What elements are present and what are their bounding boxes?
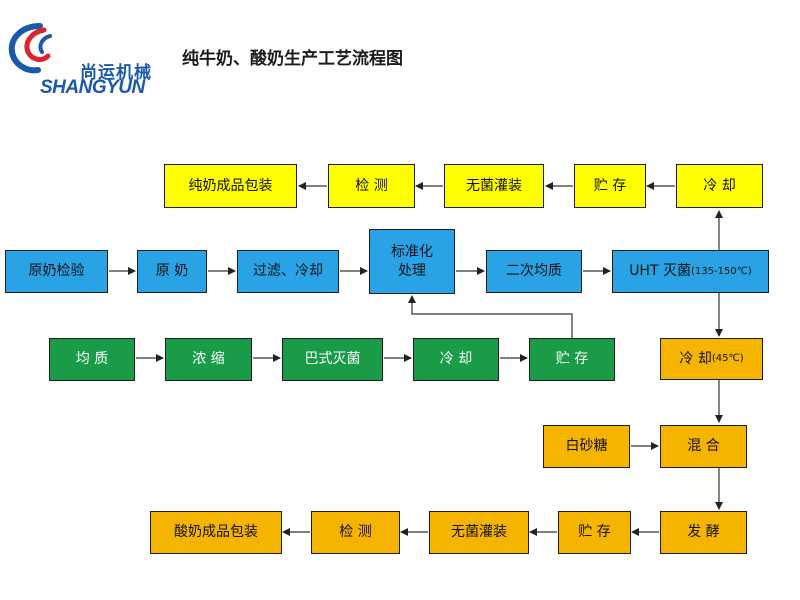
node-second-homogenization: 二次均质 xyxy=(486,250,582,293)
cooling-45-label: 冷 却 xyxy=(679,350,712,367)
uht-temperature: (135-150℃) xyxy=(690,265,752,277)
company-logo: 尚运机械 SHANGYUN xyxy=(4,20,174,98)
node-yogurt-packaging: 酸奶成品包装 xyxy=(150,511,282,554)
node-pure-milk-aseptic-filling: 无菌灌装 xyxy=(444,164,544,208)
node-cooling-45: 冷 却(45℃) xyxy=(660,338,763,380)
node-mixing: 混 合 xyxy=(660,425,747,468)
node-pure-milk-packaging: 纯奶成品包装 xyxy=(164,164,297,208)
node-yogurt-storage: 贮 存 xyxy=(558,511,631,554)
node-yogurt-inspection: 检 测 xyxy=(311,511,400,554)
node-white-sugar: 白砂糖 xyxy=(543,425,630,468)
page-title: 纯牛奶、酸奶生产工艺流程图 xyxy=(182,49,403,69)
node-pure-milk-cooling: 冷 却 xyxy=(676,164,763,208)
node-pure-milk-storage: 贮 存 xyxy=(574,164,646,208)
node-homogenize: 均 质 xyxy=(49,338,135,381)
arrow-storage-to-standardization xyxy=(408,295,573,338)
node-raw-milk: 原 奶 xyxy=(137,250,207,293)
node-standardization: 标准化 处理 xyxy=(369,229,455,294)
brand-name-en: SHANGYUN xyxy=(40,77,145,98)
node-filtering-cooling: 过滤、冷却 xyxy=(237,250,339,293)
node-uht-sterilization: UHT 灭菌(135-150℃) xyxy=(612,250,769,293)
cooling-45-temperature: (45℃) xyxy=(711,353,744,365)
node-concentrate: 浓 缩 xyxy=(165,338,252,381)
node-yogurt-aseptic-filling: 无菌灌装 xyxy=(429,511,529,554)
node-pure-milk-inspection: 检 测 xyxy=(328,164,415,208)
brand-name-cn: 尚运机械 xyxy=(80,63,152,83)
node-raw-milk-inspection: 原奶检验 xyxy=(5,250,108,293)
node-storage-green: 贮 存 xyxy=(529,338,615,381)
logo-swirl-icon xyxy=(8,23,52,74)
node-fermentation: 发 酵 xyxy=(660,511,747,554)
node-cooling-green: 冷 却 xyxy=(413,338,499,381)
uht-label: UHT 灭菌 xyxy=(629,263,691,280)
node-pasteurization: 巴式灭菌 xyxy=(282,338,383,381)
